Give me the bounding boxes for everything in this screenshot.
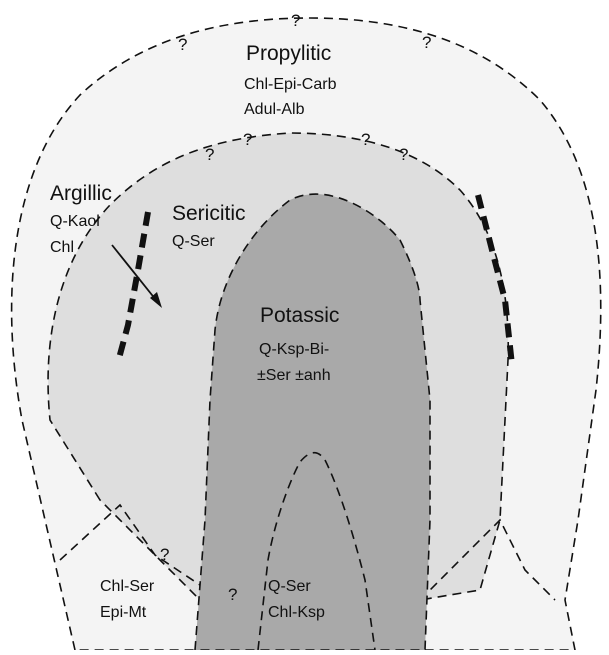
potassic-mineral-1: Q-Ksp-Bi- xyxy=(259,341,329,358)
potassic-label: Potassic xyxy=(260,304,339,327)
core-mineral-1: Q-Ser xyxy=(268,578,311,595)
question-mark-sericitic-2: ? xyxy=(243,130,252,149)
question-mark-lower-left: ? xyxy=(160,545,169,564)
question-mark-top-right: ? xyxy=(422,33,431,52)
argillic-mineral-2: Chl xyxy=(50,239,74,256)
potassic-mineral-2: ±Ser ±anh xyxy=(257,367,331,384)
question-mark-top-left: ? xyxy=(178,35,187,54)
propylitic-mineral-2: Adul-Alb xyxy=(244,101,305,118)
question-mark-sericitic-1: ? xyxy=(205,145,214,164)
core-mineral-2: Chl-Ksp xyxy=(268,604,325,621)
propylitic-mineral-1: Chl-Epi-Carb xyxy=(244,76,337,93)
lower-left-mineral-2: Epi-Mt xyxy=(100,604,147,621)
argillic-label: Argillic xyxy=(50,182,112,205)
sericitic-mineral-1: Q-Ser xyxy=(172,233,215,250)
question-mark-sericitic-4: ? xyxy=(399,145,408,164)
sericitic-label: Sericitic xyxy=(172,202,246,225)
question-mark-lower-center: ? xyxy=(228,585,237,604)
propylitic-label: Propylitic xyxy=(246,42,331,65)
question-mark-sericitic-3: ? xyxy=(361,130,370,149)
lower-left-mineral-1: Chl-Ser xyxy=(100,578,155,595)
question-mark-top: ? xyxy=(291,11,300,30)
argillic-mineral-1: Q-Kaol xyxy=(50,213,100,230)
